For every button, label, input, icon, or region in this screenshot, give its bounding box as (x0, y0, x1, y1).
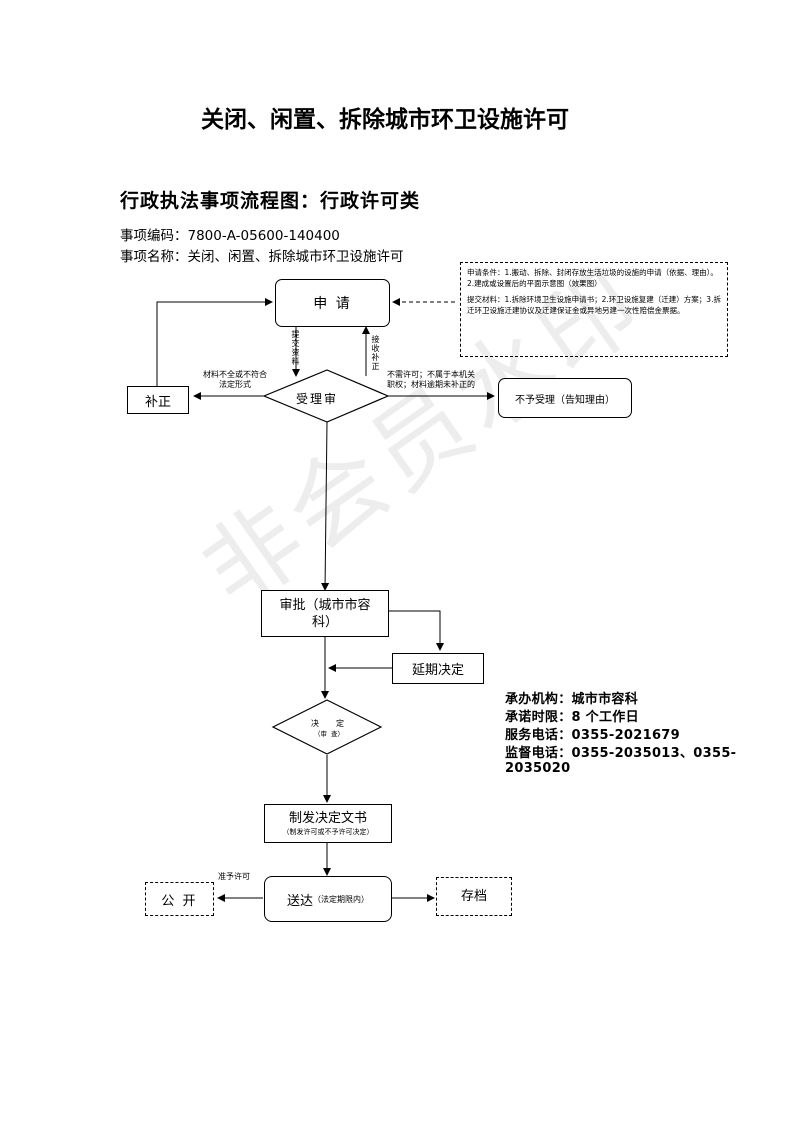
page-subtitle: 行政执法事项流程图：行政许可类 (120, 190, 421, 212)
decision-diamond (271, 699, 383, 755)
not-required-line-1: 不需许可；不属于本机关 (387, 370, 475, 379)
issue-document-title: 制发决定文书 (288, 810, 367, 826)
info-service-phone: 服务电话：0355-2021679 (505, 728, 680, 743)
publish-node: 公 开 (145, 882, 214, 916)
note-materials: 提交材料：1.拆除环境卫生设施申请书；2.环卫设施复建（迁建）方案；3.拆迁环卫… (467, 295, 721, 315)
approval-node: 审批（城市市容 科） (261, 590, 389, 637)
info-agency: 承办机构：城市市容科 (505, 692, 639, 707)
incomplete-line-2: 法定形式 (219, 380, 251, 389)
issue-document-sub: （制发许可或不予许可决定） (282, 827, 374, 836)
approval-line-1: 审批（城市市容 (279, 597, 371, 613)
info-supervision-phone: 监督电话：0355-2035013、0355-2035020 (505, 746, 737, 776)
archive-node: 存档 (436, 877, 512, 916)
decision-text-b: 定 (336, 719, 344, 728)
reject-node: 不予受理（告知理由） (498, 378, 632, 418)
page-title: 关闭、闲置、拆除城市环卫设施许可 (201, 106, 569, 133)
accept-review-diamond (262, 369, 390, 423)
decision-text-c: （审 (314, 730, 327, 738)
deliver-title: 送达 (286, 893, 313, 909)
incomplete-materials-label: 材料不全或不符合 法定形式 (196, 370, 274, 390)
decision-text-a: 决 (311, 719, 319, 728)
accept-review-label: 受理审 (296, 392, 339, 406)
grant-permit-label: 准予许可 (218, 872, 250, 881)
note-conditions: 申请条件：1.搬动、拆除、封闭存放生活垃圾的设施的申请（依据、理由）。2.建成或… (467, 268, 718, 288)
apply-node: 申 请 (275, 279, 390, 327)
not-required-line-2: 职权；材料逾期未补正的 (387, 380, 475, 389)
submit-materials-label: 提交资料 (291, 330, 300, 366)
incomplete-line-1: 材料不全或不符合 (203, 370, 267, 379)
extend-node: 延期决定 (392, 653, 484, 684)
decision-text-d: 查） (331, 730, 344, 738)
info-deadline: 承诺时限：8 个工作日 (505, 710, 639, 725)
approval-line-2: 科） (311, 614, 338, 630)
accept-supplement-label: 接收补正 (371, 335, 380, 371)
item-code: 事项编码：7800-A-05600-140400 (120, 228, 340, 244)
requirements-note: 申请条件：1.搬动、拆除、封闭存放生活垃圾的设施的申请（依据、理由）。2.建成或… (460, 262, 728, 357)
deliver-node: 送达 （法定期限内） (264, 876, 392, 922)
item-name: 事项名称：关闭、闲置、拆除城市环卫设施许可 (120, 249, 404, 265)
issue-document-node: 制发决定文书 （制发许可或不予许可决定） (264, 804, 392, 843)
supplement-node: 补正 (127, 386, 189, 414)
not-required-label: 不需许可；不属于本机关 职权；材料逾期未补正的 (387, 370, 497, 390)
deliver-sub: （法定期限内） (313, 894, 369, 904)
